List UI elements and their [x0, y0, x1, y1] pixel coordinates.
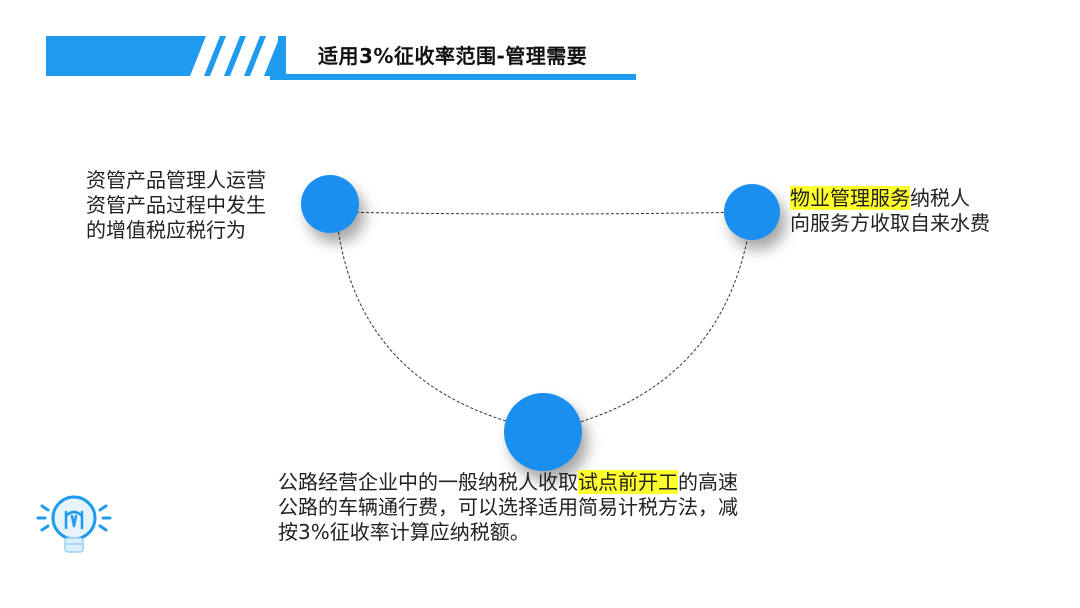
- bottom-label-line-3: 按3%征收率计算应纳税额。: [278, 520, 530, 544]
- bottom-text-part1: 公路经营企业中的一般纳税人收取: [278, 470, 578, 494]
- connector-top-line: [335, 211, 753, 215]
- right-node-label: 物业管理服务纳税人 向服务方收取自来水费: [790, 186, 1040, 236]
- bottom-label-line-1: 公路经营企业中的一般纳税人收取试点前开工的高速: [278, 470, 804, 495]
- page-title: 适用3%征收率范围-管理需要: [318, 44, 588, 68]
- bottom-node-label: 公路经营企业中的一般纳税人收取试点前开工的高速 公路的车辆通行费，可以选择适用简…: [278, 470, 804, 545]
- left-node-label: 资管产品管理人运营 资管产品过程中发生 的增值税应税行为: [86, 168, 296, 243]
- right-highlight: 物业管理服务: [790, 186, 910, 210]
- right-label-line-1: 物业管理服务纳税人: [790, 186, 1040, 211]
- header-underline: [270, 74, 636, 80]
- bottom-label-line-2: 公路的车辆通行费，可以选择适用简易计税方法，减: [278, 495, 738, 519]
- left-label-line: 资管产品管理人运营: [86, 168, 266, 192]
- node-left-circle: [301, 175, 359, 233]
- lightbulb-icon: [36, 495, 112, 553]
- node-bottom-circle: [504, 393, 582, 471]
- connector-right-arc: [569, 211, 753, 426]
- bottom-text-part2: 的高速: [678, 470, 738, 494]
- right-label-line-2: 向服务方收取自来水费: [790, 211, 990, 235]
- right-label-rest: 纳税人: [910, 186, 970, 210]
- left-label-line: 资管产品过程中发生: [86, 193, 266, 217]
- bottom-highlight: 试点前开工: [578, 470, 678, 494]
- left-label-line: 的增值税应税行为: [86, 218, 246, 242]
- connector-left-arc: [335, 211, 521, 426]
- header-stripes: [190, 36, 278, 76]
- node-right-circle: [724, 184, 780, 240]
